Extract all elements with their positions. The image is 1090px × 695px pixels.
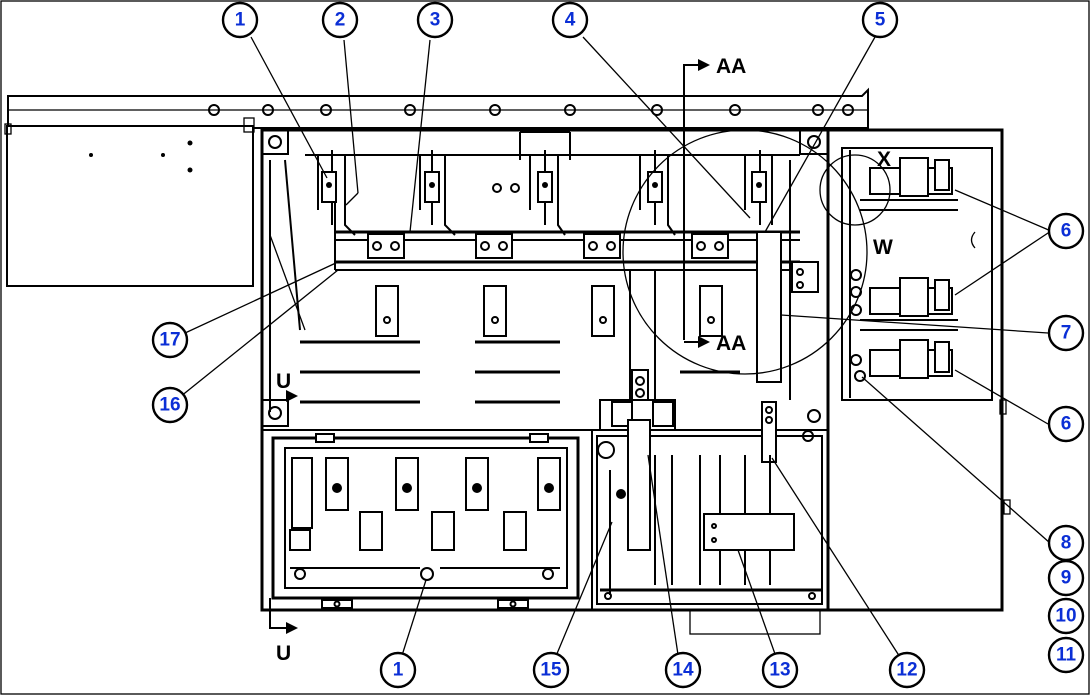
section-arrow-aa-top xyxy=(683,59,710,340)
svg-text:15: 15 xyxy=(540,660,562,681)
bus-bar-assembly xyxy=(305,131,800,337)
relay-lower xyxy=(869,339,953,379)
left-door-panel xyxy=(4,117,255,287)
callout-1-bottom: 1 xyxy=(379,651,417,689)
svg-text:3: 3 xyxy=(430,10,441,31)
callout-2: 2 xyxy=(321,1,359,39)
detail-circle-x xyxy=(819,154,891,226)
callout-15: 15 xyxy=(532,651,570,689)
callout-4: 4 xyxy=(551,1,589,39)
callout-1-top: 1 xyxy=(221,1,259,39)
bus-clamp-2 xyxy=(475,233,513,259)
switch-5 xyxy=(744,150,773,225)
section-arrow-aa-mid xyxy=(684,336,710,348)
lower-right-contactor-compartment xyxy=(596,369,823,635)
section-label-aa-top: AA xyxy=(716,55,746,78)
svg-text:11: 11 xyxy=(1056,645,1077,666)
detail-label-x: X xyxy=(877,148,891,171)
svg-text:6: 6 xyxy=(1061,414,1072,435)
fuse-block-2 xyxy=(325,457,383,551)
svg-text:2: 2 xyxy=(335,10,346,31)
bus-clamp-1 xyxy=(367,233,405,259)
callout-10: 10 xyxy=(1047,597,1085,635)
top-mounting-flange xyxy=(7,87,869,129)
svg-text:16: 16 xyxy=(159,395,180,416)
fuse-block-5 xyxy=(537,457,561,511)
switch-1 xyxy=(317,150,356,236)
svg-text:17: 17 xyxy=(159,330,180,351)
svg-text:13: 13 xyxy=(769,660,790,681)
svg-text:9: 9 xyxy=(1061,568,1072,589)
section-label-u-top: U xyxy=(276,370,291,393)
switch-3 xyxy=(529,150,566,236)
vertical-bus-support xyxy=(756,160,819,400)
svg-text:14: 14 xyxy=(672,660,694,681)
fuse-block-3 xyxy=(395,457,455,551)
bus-clamp-3 xyxy=(583,233,621,259)
svg-text:7: 7 xyxy=(1061,323,1072,344)
svg-text:12: 12 xyxy=(896,660,917,681)
relay-upper xyxy=(860,157,958,211)
relay-middle xyxy=(860,277,958,331)
callout-3: 3 xyxy=(416,1,454,39)
fuse-holder-1 xyxy=(375,285,399,337)
section-arrow-u-top xyxy=(269,390,298,412)
section-arrow-u-bottom xyxy=(269,598,298,634)
fuse-holder-4 xyxy=(699,285,723,337)
callout-6-lower: 6 xyxy=(1047,405,1085,443)
callout-5: 5 xyxy=(861,1,899,39)
section-label-u-bottom: U xyxy=(276,642,291,665)
switch-2 xyxy=(419,150,456,236)
callout-6-upper: 6 xyxy=(1047,212,1085,250)
bus-clamp-4 xyxy=(691,233,729,259)
callout-11: 11 xyxy=(1047,636,1085,674)
callout-9: 9 xyxy=(1047,559,1085,597)
leader-lines xyxy=(169,36,1052,669)
callout-12: 12 xyxy=(888,651,926,689)
right-side-panel xyxy=(826,128,1011,612)
svg-text:4: 4 xyxy=(565,10,576,31)
callout-7: 7 xyxy=(1047,314,1085,352)
callout-17: 17 xyxy=(151,321,189,359)
svg-text:1: 1 xyxy=(393,660,404,681)
svg-text:1: 1 xyxy=(235,10,246,31)
callout-8: 8 xyxy=(1047,524,1085,562)
switch-4 xyxy=(639,150,676,236)
detail-label-w: W xyxy=(873,236,893,259)
svg-text:10: 10 xyxy=(1055,606,1076,627)
fuse-holder-2 xyxy=(483,285,507,337)
callout-14: 14 xyxy=(664,651,702,689)
fuse-block-1 xyxy=(289,457,313,551)
side-terminal-block xyxy=(850,269,866,382)
svg-text:5: 5 xyxy=(875,10,886,31)
callout-13: 13 xyxy=(761,651,799,689)
lower-left-fuse-compartment xyxy=(271,433,580,609)
section-label-aa-mid: AA xyxy=(716,332,746,355)
svg-text:8: 8 xyxy=(1061,533,1072,554)
fuse-holder-3 xyxy=(591,285,615,337)
detail-circle-w xyxy=(622,129,868,375)
fuse-block-4 xyxy=(465,457,527,551)
callout-16: 16 xyxy=(151,386,189,424)
svg-text:6: 6 xyxy=(1061,221,1072,242)
